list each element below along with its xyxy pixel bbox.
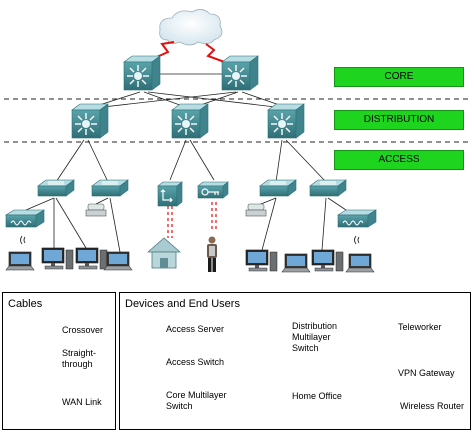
legend-access-switch-label: Access Switch [166, 357, 225, 367]
home-office-icon [147, 237, 181, 269]
vpn-dashed-links [167, 202, 217, 238]
layer-badge-access: ACCESS [334, 150, 464, 170]
distribution-multilayer-switch-icon [171, 103, 209, 139]
layer-badge-core: CORE [334, 67, 464, 87]
wifi-signal-icon [20, 235, 26, 245]
legend-crossover-label: Crossover [62, 325, 104, 335]
core-multilayer-switch-icon [221, 55, 259, 91]
desktop-computer-icon [41, 247, 74, 270]
legend-access-server-label: Access Server [166, 324, 225, 334]
desktop-computer-icon [245, 249, 278, 272]
teleworker-icon [207, 236, 217, 272]
wireless-router-icon [337, 209, 377, 228]
wireless-router-icon [5, 209, 45, 228]
cloud-icon [159, 9, 223, 46]
legend-teleworker-label: Teleworker [398, 322, 442, 332]
legend-wireless-router-label: Wireless Router [400, 401, 465, 411]
laptop-icon [103, 251, 133, 271]
desktop-computer-icon [311, 249, 344, 272]
legend-vpn-gateway-label: VPN Gateway [398, 368, 455, 378]
ip-phone-icon [245, 203, 267, 217]
distribution-multilayer-switch-icon [71, 103, 109, 139]
desktop-computer-icon [75, 247, 108, 270]
devices-legend-panel [119, 292, 471, 430]
ip-phone-icon [85, 203, 107, 217]
access-switch-icon [91, 179, 129, 197]
layer-badge-distribution: DISTRIBUTION [334, 110, 464, 130]
laptop-icon [345, 253, 375, 273]
access-switch-icon [309, 179, 347, 197]
network-cables [25, 73, 353, 253]
legend-straight-through-label: Straight- through [62, 348, 97, 369]
cables-legend-panel [2, 292, 116, 430]
wifi-signal-icon [354, 235, 360, 245]
core-multilayer-switch-icon [123, 55, 161, 91]
legend-home-office-label: Home Office [292, 391, 342, 401]
access-server-icon [157, 181, 183, 207]
laptop-icon [5, 251, 35, 271]
access-switch-icon [37, 179, 75, 197]
laptop-icon [281, 253, 311, 273]
access-switch-icon [259, 179, 297, 197]
legend-distribution-multilayer-switch-label: Distribution Multilayer Switch [292, 321, 338, 353]
cables-legend-title: Cables [8, 298, 43, 310]
legend-core-multilayer-switch-label: Core Multilayer Switch [166, 390, 227, 411]
devices-legend-title: Devices and End Users [125, 298, 240, 310]
legend-wan-link-label: WAN Link [62, 397, 102, 407]
layer-dividers [4, 98, 470, 143]
distribution-multilayer-switch-icon [267, 103, 305, 139]
vpn-gateway-icon [197, 181, 229, 199]
